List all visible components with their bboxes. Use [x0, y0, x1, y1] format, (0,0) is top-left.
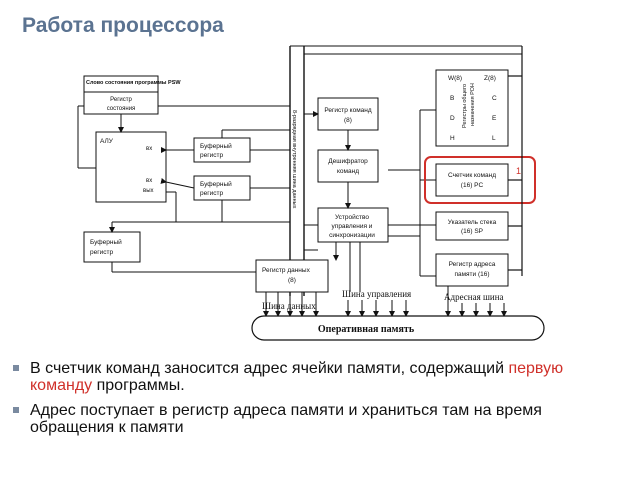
svg-text:регистр: регистр [200, 190, 223, 197]
bullet-2-text: Адрес поступает в регистр адреса памяти … [30, 402, 542, 436]
alu-input-2: вх [146, 178, 152, 184]
svg-text:(16) PC: (16) PC [461, 182, 484, 189]
svg-text:W(8): W(8) [448, 75, 462, 82]
program-counter: Счетчик команд (16) PC 1 [424, 156, 536, 204]
svg-text:назначения РОН: назначения РОН [470, 83, 476, 126]
buffer-register-3: Буферный регистр [83, 231, 141, 263]
pc-marker: 1 [516, 166, 521, 176]
processor-diagram: Слово состояния программы PSW Регистр со… [77, 45, 545, 341]
svg-text:синхронизации: синхронизации [329, 232, 375, 239]
bullet-1-after: программы. [92, 377, 185, 394]
svg-text:B: B [450, 95, 454, 102]
psw-register-line1: Регистр [110, 97, 132, 103]
bullet-list: В счетчик команд заносится адрес ячейки … [12, 360, 612, 444]
svg-text:H: H [450, 135, 455, 142]
svg-text:E: E [492, 115, 497, 122]
alu-output: вых [143, 188, 154, 194]
alu-label: АЛУ [100, 138, 114, 145]
bullet-marker [13, 365, 19, 371]
svg-text:(16) SP: (16) SP [461, 228, 483, 235]
svg-text:Z(8): Z(8) [484, 75, 496, 82]
memory-address-register: Регистр адреса памяти (16) [435, 253, 509, 287]
stack-pointer: Указатель стека (16) SP [435, 211, 509, 241]
psw-block: Слово состояния программы PSW Регистр со… [83, 75, 181, 115]
svg-text:Регистр данных: Регистр данных [262, 267, 311, 274]
svg-text:Регистр команд: Регистр команд [324, 107, 372, 114]
bullet-item-2: Адрес поступает в регистр адреса памяти … [12, 402, 612, 436]
control-bus-label: Шина управления [342, 289, 411, 299]
svg-text:памяти (16): памяти (16) [454, 271, 489, 278]
svg-text:(8): (8) [344, 117, 352, 124]
svg-text:команд: команд [337, 168, 359, 175]
control-unit: Устройство управления и синхронизации [317, 207, 389, 243]
bullet-1-highlight: первую команду [30, 360, 564, 394]
center-wires [303, 109, 436, 292]
svg-text:C: C [492, 95, 497, 102]
svg-text:(8): (8) [288, 277, 296, 284]
data-register: Регистр данных (8) [255, 259, 329, 293]
svg-text:Указатель стека: Указатель стека [448, 219, 497, 226]
psw-title: Слово состояния программы PSW [86, 80, 181, 86]
svg-text:D: D [450, 115, 455, 122]
svg-text:регистр: регистр [200, 152, 223, 159]
data-bus-label: Шина данных [262, 301, 316, 311]
internal-bus-label: 8-разрядная внутренняя шина данных [291, 110, 297, 209]
svg-text:Оперативная память: Оперативная память [318, 324, 415, 335]
svg-text:управления и: управления и [332, 223, 373, 230]
svg-text:Буферный: Буферный [200, 180, 232, 188]
main-memory: Оперативная память [251, 315, 545, 341]
alu-block: АЛУ вх вх вых [95, 131, 167, 203]
svg-text:Буферный: Буферный [90, 238, 122, 246]
right-bus [508, 46, 523, 276]
svg-text:Дешифратор: Дешифратор [328, 158, 368, 165]
memory-bus-arrows [263, 286, 507, 317]
address-bus-label: Адресная шина [444, 292, 504, 302]
bullet-1-before: В счетчик команд заносится адрес ячейки … [30, 360, 509, 377]
alu-input-1: вх [146, 146, 152, 152]
instruction-register: Регистр команд (8) [317, 97, 379, 131]
svg-text:Регистр адреса: Регистр адреса [449, 261, 496, 268]
instruction-decoder: Дешифратор команд [317, 149, 379, 183]
general-registers-block: W(8) Z(8) B C D E H L Регистры общего на… [435, 69, 509, 147]
svg-text:Буферный: Буферный [200, 142, 232, 150]
slide-title: Работа процессора [22, 14, 224, 37]
bullet-item-1: В счетчик команд заносится адрес ячейки … [12, 360, 612, 394]
svg-text:Счетчик команд: Счетчик команд [448, 172, 496, 179]
svg-text:L: L [492, 135, 496, 142]
psw-register-line2: состояния [107, 106, 136, 112]
svg-text:регистр: регистр [90, 249, 113, 256]
svg-text:Устройство: Устройство [335, 213, 369, 221]
left-wires [77, 105, 290, 273]
buffer-register-2: Буферный регистр [193, 175, 251, 201]
buffer-register-1: Буферный регистр [193, 137, 251, 163]
svg-text:Регистры общего: Регистры общего [462, 84, 468, 128]
bullet-marker [13, 407, 19, 413]
